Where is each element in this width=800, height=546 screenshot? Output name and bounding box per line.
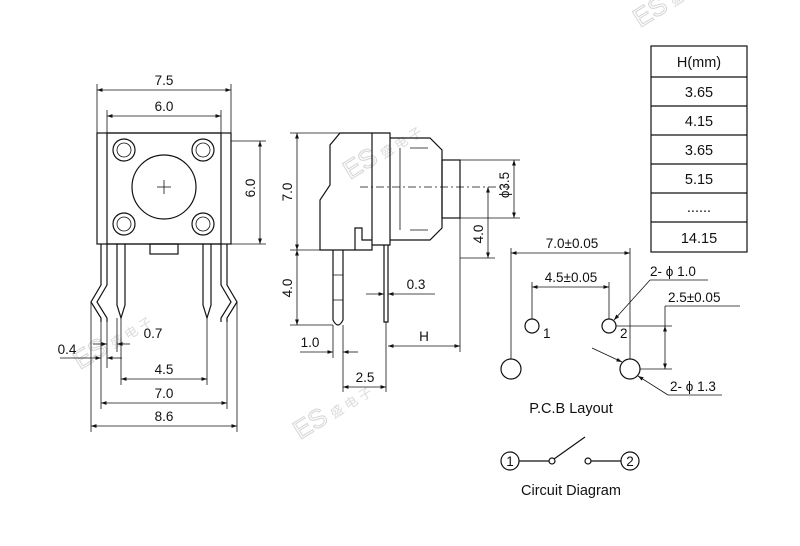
dim-tip: 1.0: [301, 335, 320, 350]
side-lead: [383, 245, 389, 323]
dim-pin-width: 0.4: [58, 342, 77, 357]
circuit-node-2: [620, 451, 640, 471]
corner-post-inner: [195, 216, 211, 232]
table-cell: 5.15: [685, 172, 713, 188]
dim-pin-thickness: 0.3: [407, 277, 426, 292]
side-step: [354, 227, 372, 250]
circuit-node-2-label: 2: [626, 454, 634, 469]
corner-post-inner: [116, 142, 132, 158]
corner-post-inner: [116, 216, 132, 232]
watermark-logo: ES: [627, 0, 672, 33]
switch-contact: [584, 457, 592, 465]
table-cell: 3.65: [685, 143, 713, 159]
dim-button-diameter: ϕ3.5: [497, 172, 512, 198]
watermark-text: 盛 电 子: [328, 384, 375, 421]
dim-side-height: 7.0: [280, 183, 295, 202]
dim-base: 2.5: [356, 370, 375, 385]
pin-left-inner: [116, 244, 126, 321]
pcb-hole-large: [619, 358, 641, 380]
pcb-dim-offset: 2.5±0.05: [668, 290, 720, 305]
actuator-button: [131, 154, 197, 220]
pcb-layout: 1 2 7.0±0.05 4.5±0.05 2- ϕ 1.0 2.5±0.05 …: [500, 236, 740, 417]
pcb-hole-large: [500, 358, 522, 380]
dim-outer-span: 8.6: [155, 409, 174, 424]
switch-contact: [548, 457, 556, 465]
pcb-pin-1: 1: [543, 326, 551, 341]
dim-body-height: 6.0: [243, 179, 258, 198]
pin-right-outer: [220, 244, 238, 322]
dim-pin-length: 4.0: [280, 279, 295, 298]
dim-h: H: [419, 329, 429, 344]
bottom-nub: [149, 243, 179, 255]
table-header: H(mm): [677, 55, 721, 71]
side-cap-detail: [399, 147, 428, 231]
switch-lever: [553, 436, 586, 460]
side-view: 7.0 4.0 0.3 ϕ3.5 4.0 1.0 2.5 H: [280, 132, 520, 392]
pcb-pin-2: 2: [620, 326, 628, 341]
dim-pin-step: 0.7: [144, 326, 163, 341]
table-cell: ......: [687, 200, 711, 216]
front-view: 7.5 6.0 6.0 0.4 0.7 4.5 7.0 8.6: [58, 73, 266, 432]
watermark-text: 盛 电 子: [378, 124, 425, 161]
pcb-dim-pitch: 4.5±0.05: [545, 270, 597, 285]
pin-right-inner: [202, 244, 212, 321]
pcb-hole-small: [601, 318, 617, 334]
corner-post: [112, 212, 136, 236]
dim-pin-span: 7.0: [155, 386, 174, 401]
corner-post-inner: [195, 142, 211, 158]
side-pin: [332, 250, 344, 326]
pcb-hole-small: [524, 318, 540, 334]
corner-post: [191, 138, 215, 162]
dim-pin-pitch: 4.5: [155, 362, 174, 377]
side-wall: [372, 132, 391, 246]
dim-body-width: 7.5: [155, 73, 174, 88]
circuit-node-1-label: 1: [506, 454, 514, 469]
pcb-dim-total: 7.0±0.05: [546, 236, 598, 251]
table-cell: 3.65: [685, 85, 713, 101]
pin-left-outer: [90, 244, 108, 322]
pcb-dim-large-hole: 2- ϕ 1.3: [670, 379, 716, 394]
height-table: H(mm) 3.65 4.15 3.65 5.15 ...... 14.15: [650, 45, 748, 253]
table-cell: 4.15: [685, 114, 713, 130]
watermark-logo: ES: [287, 401, 332, 445]
corner-post: [191, 212, 215, 236]
circuit-diagram-title: Circuit Diagram: [521, 483, 621, 499]
watermark-text: 盛 电 子: [668, 0, 715, 9]
side-button: [441, 159, 461, 219]
pcb-layout-title: P.C.B Layout: [529, 401, 613, 417]
circuit-diagram: 1 2 Circuit Diagram: [500, 436, 640, 499]
dim-inner-width: 6.0: [155, 99, 174, 114]
watermark-logo: ES: [337, 141, 382, 185]
side-body: [319, 132, 373, 251]
watermark: ES 盛 电 子 ES 盛 电 子 ES 盛 电 子 ES 盛 电 子: [67, 0, 715, 446]
table-cell: 14.15: [681, 231, 717, 247]
dim-button-offset: 4.0: [471, 225, 486, 244]
corner-post: [112, 138, 136, 162]
pcb-dim-small-hole: 2- ϕ 1.0: [650, 264, 696, 279]
